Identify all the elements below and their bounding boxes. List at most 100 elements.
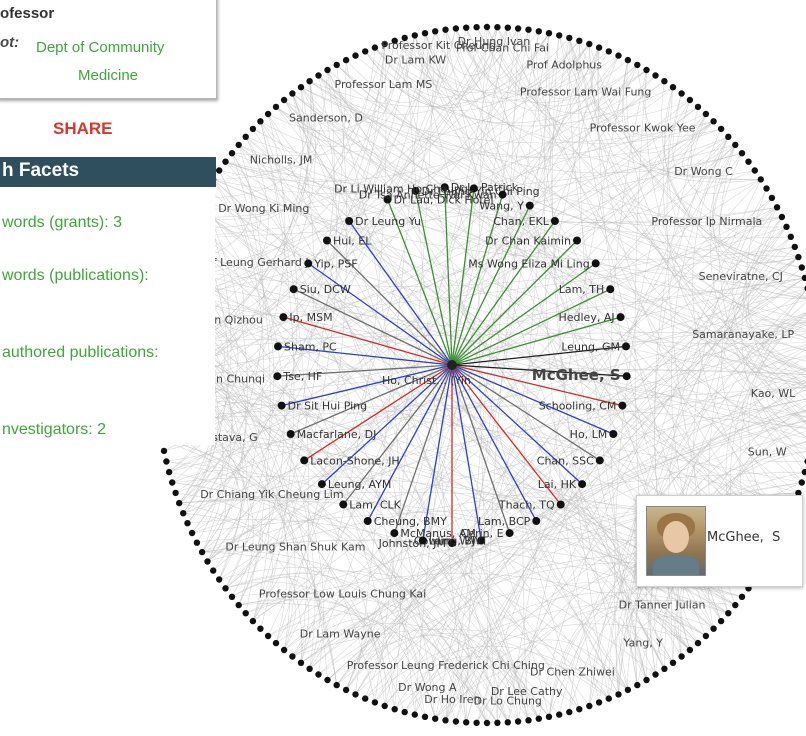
collaborator-node[interactable] [440, 183, 449, 192]
collaborator-label[interactable]: Cowling, BJ [414, 535, 475, 548]
outer-node[interactable] [702, 110, 710, 118]
collaborator-node[interactable] [363, 517, 372, 525]
collaborator-node[interactable] [622, 372, 631, 381]
outer-node[interactable] [678, 90, 685, 97]
outer-node[interactable] [452, 718, 460, 725]
outer-node[interactable] [342, 686, 350, 694]
outer-node-label[interactable]: Professor Leung Frederick Chi Ching [347, 659, 545, 672]
collaborator-node[interactable] [418, 536, 427, 545]
outer-node-label[interactable]: Dr Tanner Julian [619, 598, 706, 611]
collaborator-label[interactable]: Yip, PSF [313, 257, 357, 270]
outer-node[interactable] [371, 44, 379, 51]
outer-node[interactable] [228, 593, 236, 600]
outer-node[interactable] [176, 499, 183, 507]
outer-node-label[interactable]: Sun, W [748, 446, 787, 459]
collaborator-label[interactable]: Chan, EKL [493, 215, 550, 228]
outer-node[interactable] [381, 40, 388, 48]
collaborator-label[interactable]: Cheung, BMY [374, 515, 447, 528]
collaborator-node[interactable] [550, 217, 559, 225]
collaborator-node[interactable] [279, 313, 288, 322]
outer-node[interactable] [463, 24, 470, 31]
outer-node[interactable] [228, 150, 236, 157]
outer-node[interactable] [494, 24, 501, 31]
outer-node[interactable] [643, 66, 650, 74]
outer-node[interactable] [235, 141, 242, 149]
center-node[interactable] [447, 360, 457, 370]
outer-node[interactable] [801, 274, 806, 282]
outer-node[interactable] [371, 699, 379, 706]
outer-node[interactable] [514, 718, 522, 725]
outer-node[interactable] [525, 26, 532, 33]
outer-node[interactable] [763, 185, 770, 192]
outer-node[interactable] [411, 32, 418, 39]
outer-node[interactable] [216, 167, 223, 174]
outer-node[interactable] [473, 24, 480, 31]
outer-node[interactable] [411, 711, 418, 718]
outer-node[interactable] [778, 213, 786, 221]
outer-node[interactable] [198, 548, 206, 556]
outer-node[interactable] [514, 25, 522, 32]
collaborator-node[interactable] [339, 500, 348, 509]
outer-node[interactable] [165, 468, 173, 476]
outer-node[interactable] [669, 84, 677, 91]
outer-node[interactable] [745, 158, 752, 165]
outer-node[interactable] [694, 639, 702, 647]
collaborator-label[interactable]: Lam, CLK [349, 499, 401, 512]
outer-node[interactable] [362, 48, 369, 55]
outer-node[interactable] [352, 52, 359, 59]
outer-node[interactable] [188, 529, 196, 537]
outer-node[interactable] [257, 625, 264, 632]
outer-node[interactable] [264, 110, 272, 118]
outer-node[interactable] [257, 118, 264, 125]
outer-node[interactable] [342, 56, 350, 64]
facet-keywords-grants[interactable]: words (grants): 3 [2, 214, 123, 231]
outer-node[interactable] [494, 719, 501, 726]
collaborator-node[interactable] [273, 372, 282, 381]
collaborator-label[interactable]: Cerin, E [461, 527, 504, 540]
outer-node[interactable] [535, 715, 542, 722]
collaborator-label[interactable]: Dr Leung Yin Chi Ping [422, 185, 540, 198]
outer-node[interactable] [401, 34, 408, 42]
outer-node[interactable] [545, 713, 553, 720]
outer-node[interactable] [432, 28, 439, 35]
collaborator-node[interactable] [317, 480, 326, 489]
outer-node[interactable] [566, 708, 573, 716]
collaborator-node[interactable] [390, 529, 399, 538]
collaborator-label[interactable]: Dr Lau, Dick Hotel [394, 194, 494, 207]
outer-node[interactable] [798, 479, 805, 486]
collaborator-node[interactable] [300, 456, 309, 465]
outer-node[interactable] [634, 61, 641, 69]
outer-node[interactable] [421, 713, 429, 720]
collaborator-label[interactable]: Sham, PC [284, 340, 337, 353]
outer-node[interactable] [586, 40, 593, 48]
outer-node[interactable] [242, 610, 249, 617]
outer-node[interactable] [193, 539, 201, 546]
collaborator-label[interactable]: Wang, Y [479, 200, 524, 213]
outer-node[interactable] [324, 66, 331, 74]
outer-node[interactable] [787, 233, 794, 240]
outer-node[interactable] [595, 44, 603, 51]
outer-node[interactable] [783, 223, 790, 230]
outer-node[interactable] [702, 632, 710, 640]
outer-node[interactable] [204, 558, 211, 565]
collaborator-label[interactable]: Dr Li William Ho Cheung [334, 182, 468, 195]
collaborator-node[interactable] [609, 430, 618, 438]
outer-node-label[interactable]: Sanderson, D [289, 112, 363, 125]
outer-node-label[interactable]: Dr Hung Ivan [458, 35, 531, 48]
outer-node[interactable] [751, 167, 758, 174]
outer-node[interactable] [791, 243, 798, 251]
collaborator-node[interactable] [411, 186, 420, 195]
highlighted-collaborator-label[interactable]: McGhee, S [532, 366, 621, 384]
outer-node[interactable] [297, 84, 305, 91]
outer-node[interactable] [725, 133, 732, 140]
outer-node-label[interactable]: Dr Leung Shan Shuk Kam [225, 541, 365, 554]
collaborator-node[interactable] [289, 285, 298, 294]
outer-node-label[interactable]: Professor Kit Cheung [381, 39, 496, 52]
outer-node[interactable] [661, 665, 668, 672]
outer-node-label[interactable]: Dr Wong A [398, 681, 457, 694]
collaborator-label[interactable]: Leung, GM [561, 340, 620, 353]
outer-node[interactable] [535, 28, 542, 35]
collaborator-node[interactable] [618, 401, 627, 410]
collaborator-label[interactable]: Hui, EL [333, 235, 372, 248]
outer-node-label[interactable]: Professor Ip Nirmala [651, 215, 762, 228]
